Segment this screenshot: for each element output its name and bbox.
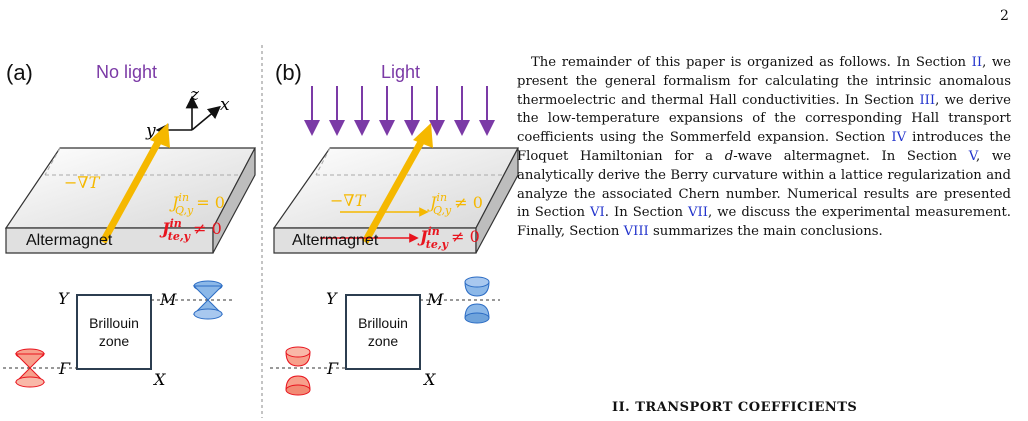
ref-section-5[interactable]: V — [968, 148, 977, 164]
panel-a-title: No light — [96, 62, 158, 82]
gradient-arrowhead-a — [150, 123, 170, 148]
gradient-label-b: −∇T — [330, 191, 367, 210]
bz-point-gamma-a: Γ — [58, 359, 71, 378]
page-number: 2 — [1000, 8, 1009, 24]
gradient-arrow-b — [361, 133, 429, 244]
bz-point-x-a: X — [152, 370, 166, 389]
ref-section-3[interactable]: III — [919, 92, 936, 108]
gradient-label-a: −∇T — [64, 173, 101, 192]
ref-section-7[interactable]: VII — [688, 205, 708, 221]
cone-m-b — [464, 276, 490, 324]
bz-label-a-line1: Brillouin — [89, 315, 139, 331]
bz-point-gamma-b: Γ — [326, 359, 339, 378]
axes-a — [155, 95, 221, 137]
bz-label-b: Brillouin zone — [348, 314, 418, 350]
slab-b — [272, 147, 519, 254]
panel-b-title: Light — [381, 62, 421, 82]
panel-a-label: (a) — [6, 60, 33, 85]
ref-section-4[interactable]: IV — [891, 130, 907, 146]
bz-point-m-b: M — [426, 290, 444, 309]
axis-y-label: y — [145, 121, 156, 141]
bz-point-m-a: M — [159, 290, 177, 309]
axis-z-label: z — [189, 85, 200, 105]
ref-section-2[interactable]: II — [971, 55, 983, 70]
bz-box-a — [76, 294, 152, 370]
ref-section-8[interactable]: VIII — [623, 224, 649, 240]
gradient-arrowhead-b — [413, 123, 433, 148]
bz-box-b — [345, 294, 421, 370]
cone-m-a — [192, 280, 224, 320]
panel-b-label: (b) — [275, 60, 302, 85]
light-arrows — [304, 86, 495, 136]
ref-section-6[interactable]: VI — [590, 205, 605, 221]
bz-point-x-b: X — [422, 370, 436, 389]
bz-label-b-line2: zone — [367, 333, 399, 349]
bz-point-y-b: Y — [326, 289, 338, 308]
section-heading: II. TRANSPORT COEFFICIENTS — [612, 400, 858, 415]
gradient-arrow-a — [99, 133, 166, 244]
axis-x-label: x — [220, 95, 230, 115]
bz-label-a-line2: zone — [98, 333, 130, 349]
body-paragraph: The remainder of this paper is organized… — [517, 55, 1011, 240]
material-label-b: Altermagnet — [292, 232, 379, 249]
bz-label-a: Brillouin zone — [79, 314, 149, 350]
cone-gamma-b — [285, 346, 311, 396]
bz-point-y-a: Y — [58, 289, 70, 308]
material-label-a: Altermagnet — [26, 232, 113, 249]
bz-label-b-line1: Brillouin — [358, 315, 408, 331]
cone-gamma-a — [14, 348, 46, 388]
